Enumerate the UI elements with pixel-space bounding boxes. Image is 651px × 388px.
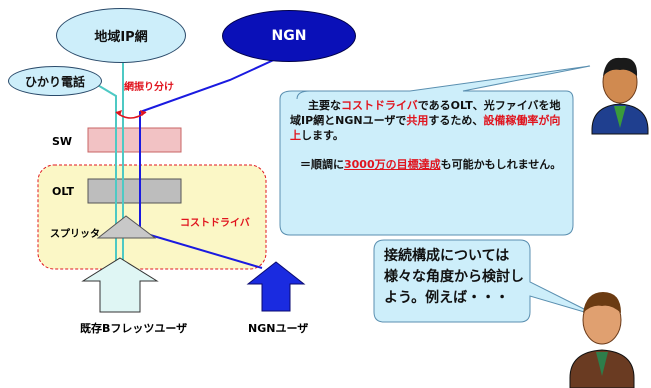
ngn-users-label: NGNユーザ (248, 322, 309, 335)
sw-box (87, 127, 182, 153)
callout2-shape (373, 239, 599, 323)
callout1-paragraph-1: 主要なコストドライバであるOLT、光ファイバを地域IP網とNGNユーザで共用する… (290, 99, 561, 142)
person-icon-2 (569, 292, 635, 388)
person-icon-1 (591, 57, 649, 135)
splitter-triangle (96, 215, 157, 239)
network-split-label: 網振り分け (124, 82, 174, 93)
cost-driver-label: コストドライバ (180, 218, 250, 229)
ngn-node: NGN (222, 10, 356, 62)
callout2-text: 接続構成については様々な角度から検討しよう。例えば・・・ (384, 248, 524, 306)
callout1-paragraph-2: ＝順調に3000万の目標達成も可能かもしれません。 (300, 158, 562, 171)
blue-line-user (139, 231, 263, 269)
callout1-shape (279, 65, 591, 236)
hikari-denwa-node: ひかり電話 (8, 66, 102, 96)
existing-user-arrow (81, 257, 159, 313)
existing-users-label: 既存Bフレッツユーザ (80, 322, 188, 335)
ngn-user-arrow (246, 261, 306, 312)
splitter-label: スプリッタ (50, 229, 100, 240)
regional-ip-network-node: 地域IP網 (56, 8, 186, 63)
olt-label: OLT (52, 185, 75, 198)
callout1-text: 主要なコストドライバであるOLT、光ファイバを地域IP網とNGNユーザで共用する… (290, 98, 562, 172)
sw-label: SW (52, 135, 73, 148)
olt-box (87, 178, 182, 204)
